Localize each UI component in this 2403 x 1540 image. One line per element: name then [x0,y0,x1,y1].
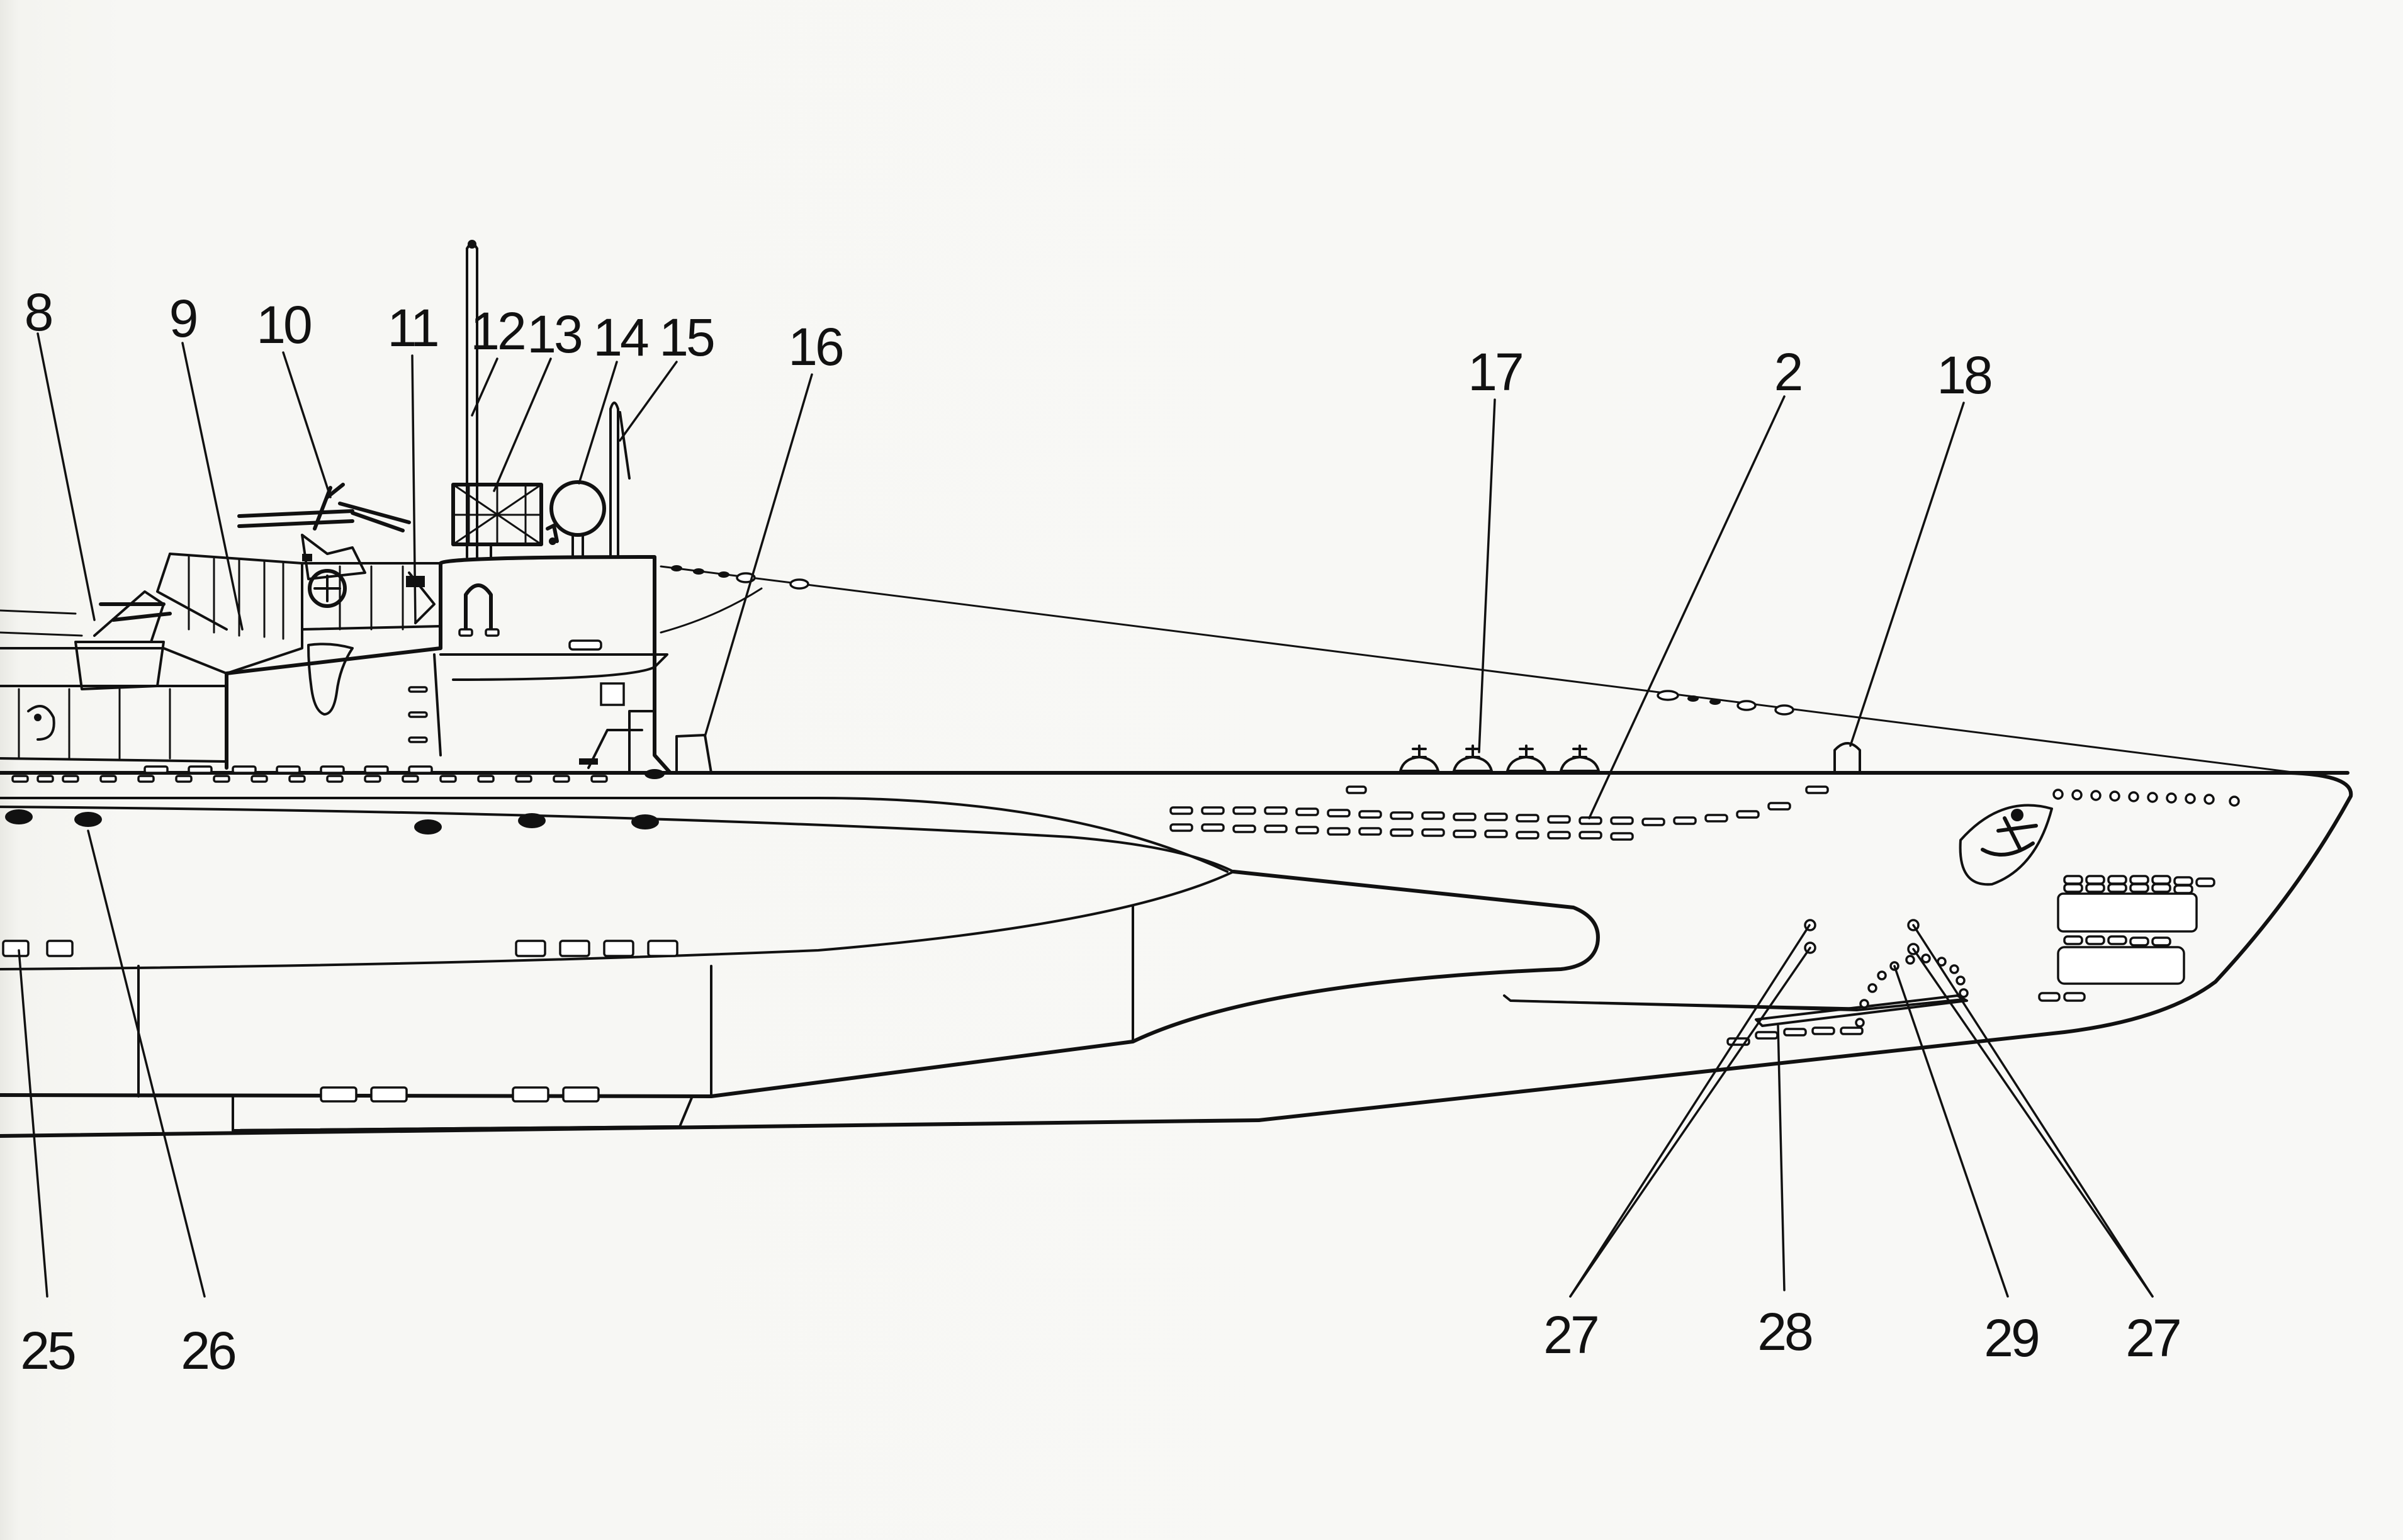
callout-12: 12 [470,301,524,361]
callout-2: 2 [1774,342,1801,402]
bow-portholes [2052,789,2240,807]
callout-14: 14 [593,308,648,367]
callout-28: 28 [1757,1302,1812,1361]
callout-27-right: 27 [2125,1308,2180,1368]
callout-29: 29 [1984,1308,2038,1368]
leader-lines [18,332,2154,1298]
hull-fittings [5,769,665,835]
callout-13: 13 [527,305,582,364]
conning-tower [156,553,712,775]
saddle-tank-flood-holes [2,940,678,1103]
callout-26: 26 [181,1321,235,1380]
callout-9: 9 [169,289,196,348]
deck-limber-holes [11,765,608,783]
callout-16: 16 [788,317,843,376]
anti-aircraft-guns [0,483,436,763]
callout-11: 11 [387,298,437,357]
anchor-recess [1959,804,2053,886]
callout-18: 18 [1937,346,1991,405]
callout-8: 8 [25,283,52,342]
bow-torpedo-doors [2038,875,2215,1002]
callout-10: 10 [256,295,311,354]
deck-bollards [1399,742,1861,773]
callout-27-left: 27 [1543,1305,1597,1364]
callout-labels: 8 9 10 11 12 13 14 15 16 17 2 18 25 26 2… [20,283,2182,1380]
hull [0,771,2353,1138]
callout-25: 25 [20,1321,75,1380]
callout-15: 15 [659,308,714,367]
bow-hydroplane [1503,919,1969,1046]
bow-flood-slots [1169,785,1829,841]
callout-17: 17 [1468,342,1522,402]
